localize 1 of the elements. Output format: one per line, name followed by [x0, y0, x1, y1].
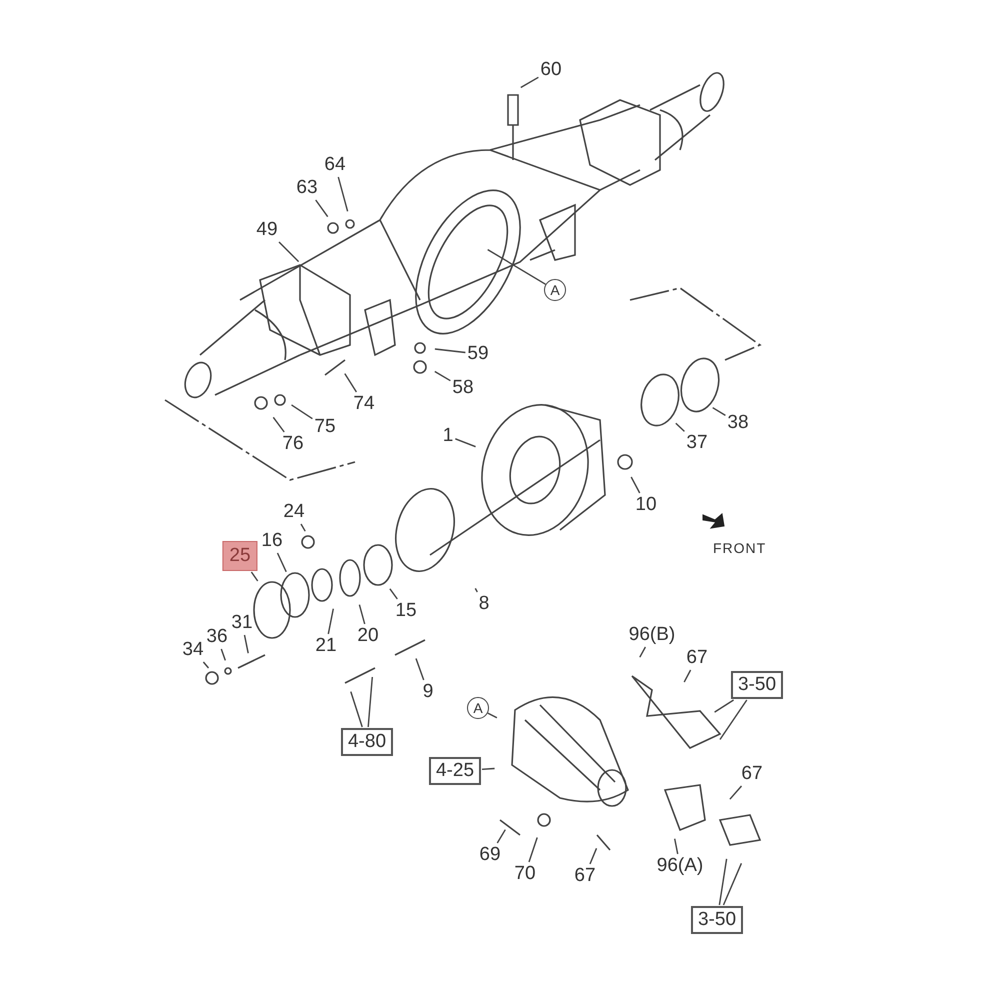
- direction-label: FRONT: [713, 540, 766, 556]
